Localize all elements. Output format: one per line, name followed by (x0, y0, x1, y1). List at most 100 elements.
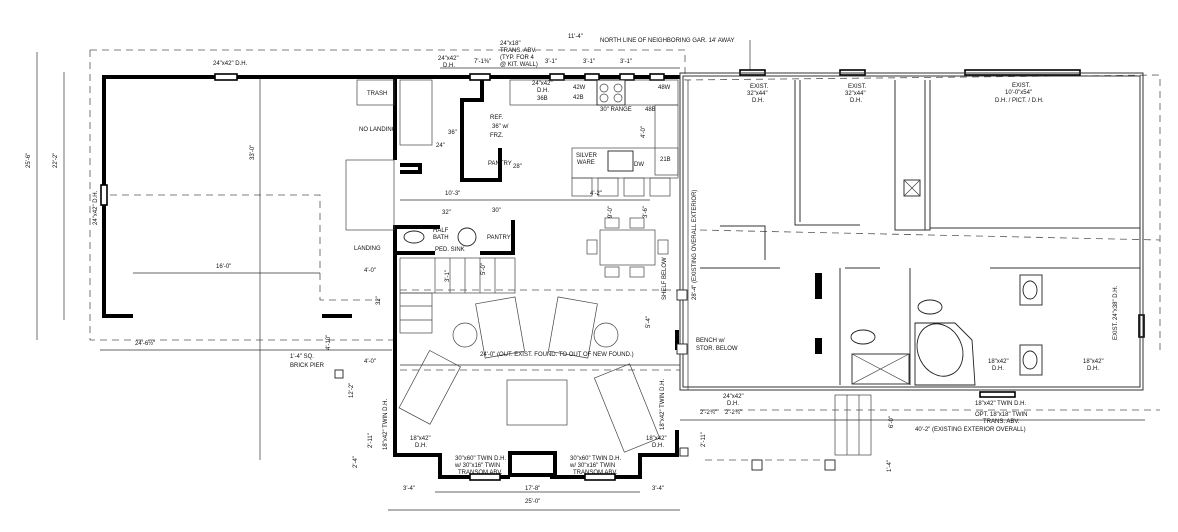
pier-note: BRICK PIER (290, 363, 325, 369)
dim-label: 24'-6½" (135, 340, 155, 347)
door-label: 24" (436, 143, 445, 149)
dim-label: 28'-4" (EXISTING OVERALL EXTERIOR) (692, 190, 698, 300)
window-label: EXIST. (1012, 83, 1031, 89)
window-label: 24"x42" D.H. (93, 190, 99, 225)
sink (607, 150, 634, 172)
new-walls (102, 75, 680, 479)
window-label: D.H. (652, 443, 664, 449)
window-label: 10'-0"x54" (1005, 90, 1032, 96)
window-label: 32"x44" (845, 91, 866, 97)
silverware-label: SILVER (576, 153, 598, 159)
bath-fixtures (850, 274, 1043, 386)
room-label-pantry: PANTRY (488, 161, 512, 167)
window-label: D.H. / PICT. / D.H. (995, 98, 1044, 104)
dim-label: 11'-4" (568, 34, 583, 40)
dim-label: 4'-0" (364, 268, 376, 274)
dim-label: 10'-3" (445, 191, 460, 197)
range-label: 30" RANGE (600, 107, 632, 113)
dimension-lines (36, 40, 1145, 511)
dim-label: 1'-4" (887, 460, 893, 472)
foundation-outline (89, 49, 1161, 461)
dim-label: 4'-0" (364, 359, 376, 365)
window-label: 18"x42" TWIN D.H. (383, 399, 389, 450)
window-label: 30"x60" TWIN D.H. (570, 456, 621, 462)
door-label: 30" (492, 208, 501, 214)
window-label: 24"x42" (723, 394, 744, 400)
stairs (399, 257, 516, 334)
trans-note: (TYP. FOR 4 (500, 55, 535, 61)
dim-label: 5'-4" (646, 316, 652, 328)
room-label-half-bath: HALF (433, 228, 449, 234)
window-label: 18"x42" (988, 359, 1009, 365)
door-label: 32" (442, 210, 451, 216)
dim-label: 3'-1" (445, 270, 451, 282)
window-label: 18"x42" TWIN D.H. (975, 401, 1026, 407)
bench-label: STOR. BELOW (696, 346, 738, 352)
dim-label: 4'-2" (590, 191, 602, 197)
dim-label: 3'-6" (643, 206, 649, 218)
window-label: 18"x42" (410, 436, 431, 442)
window-label: 24"x42" D.H. (213, 61, 248, 67)
window-label: 18"x42" TWIN D.H. (660, 379, 666, 430)
shelf-label: SHELF BELOW (662, 257, 668, 300)
dim-label: 25'-6" (26, 153, 32, 168)
annotations: NORTH LINE OF NEIGHBORING GAR. 14' AWAY … (26, 34, 1119, 505)
dim-label: 9'-0" (608, 206, 614, 218)
cabinet-label: 48B (645, 107, 656, 113)
window-label: 32"x44" (747, 91, 768, 97)
dim-label: 3'-4" (652, 486, 664, 492)
cabinet-label: 21B (660, 157, 671, 163)
room-label-trash: TRASH (367, 91, 387, 97)
room-label-landing: LANDING (354, 246, 381, 252)
cabinet-label: 24"x42" (532, 81, 553, 87)
dim-label: 16'-0" (216, 264, 231, 270)
dim-label: 2'-11" (368, 433, 374, 448)
room-label-half-bath: BATH (433, 235, 449, 241)
dim-label: 12'-2" (349, 383, 355, 398)
room-label-pantry: PANTRY (487, 235, 511, 241)
window-label: OPT. 18"x18" TWIN (975, 412, 1028, 418)
dim-label: 17'-8" (525, 486, 540, 492)
pier-note: 1'-4" SQ. (290, 354, 314, 360)
door-label: 28" (513, 164, 522, 170)
silverware-label: WARE (577, 160, 595, 166)
window-label: EXIST. 24"x38" D.H. (1113, 285, 1119, 340)
window-label: 18"x42" (1083, 359, 1104, 365)
cabinet-label: 42B (573, 95, 584, 101)
window-label: D.H. (727, 401, 739, 407)
window-label: 24"x42" (438, 56, 459, 62)
cabinet-label: 48W (658, 85, 671, 91)
window-label: 30"x60" TWIN D.H. (455, 456, 506, 462)
window-label: TRANSOM ABV. (458, 470, 503, 476)
existing-walls (679, 72, 1144, 391)
window-label: D.H. (443, 63, 455, 69)
window-label: w/ 30"x16" TWIN (569, 463, 615, 469)
window-label: TRANSOM ABV. (573, 470, 618, 476)
window-label: w/ 30"x16" TWIN (454, 463, 500, 469)
trans-note: @ KIT. WALL) (500, 62, 538, 68)
ref-label: 36" w/ (492, 124, 509, 130)
dim-label: 5'-0" (481, 263, 487, 275)
dim-label: 22'-2" (53, 153, 59, 168)
ref-label: FRZ. (490, 133, 504, 139)
window-label: EXIST. (848, 84, 867, 90)
dim-label: 4'-10" (326, 335, 332, 350)
door-label: 36" (448, 130, 457, 136)
dim-label: 3'-1" (620, 59, 632, 65)
dim-label: 40'-2" (EXISTING EXTERIOR OVERALL) (915, 427, 1026, 433)
window-label: D.H. (850, 98, 862, 104)
dining-table (599, 229, 656, 266)
dim-label: 2'-2¾" (725, 410, 742, 416)
window-label: D.H. (1087, 366, 1099, 372)
door-label: 32" (376, 296, 382, 305)
dim-label: 2'-11" (701, 432, 707, 447)
north-line-note: NORTH LINE OF NEIGHBORING GAR. 14' AWAY (600, 38, 735, 44)
dim-label: 2'-2¾" (700, 410, 717, 416)
furniture (334, 79, 872, 471)
window-label: D.H. (992, 366, 1004, 372)
foundation-note: 24'-0" (OUT. EXIST. FOUND. TO OUT OF NEW… (480, 352, 634, 358)
dim-label: 6'-0" (889, 416, 895, 428)
window-label: TRANS. ABV. (983, 419, 1020, 425)
cabinet-label: 42W (573, 85, 586, 91)
window-label: 18"x42" (646, 436, 667, 442)
